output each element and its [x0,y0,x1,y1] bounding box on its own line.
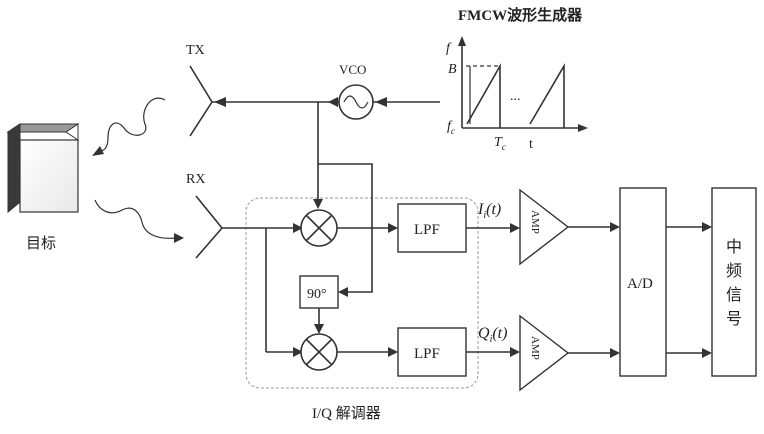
vco [318,85,440,119]
if-signal-char-3: 信 [726,286,742,304]
phase-shifter-label: 90° [307,287,327,302]
if-signal-box [712,188,756,376]
amp-to-adc [568,222,620,358]
phase-shifter [300,276,338,334]
adc-label: A/D [627,276,653,292]
receive-wave-arrow [95,200,184,243]
waveform-f-axis-label: f [446,41,452,56]
waveform-fc-label: fc [447,119,455,136]
q-signal-label: Qi(t) [478,325,507,345]
waveform-period-label: Tc [494,135,506,152]
waveform-title: FMCW波形生成器 [458,6,583,24]
lo-routing [313,102,372,297]
rx-label: RX [186,172,205,187]
rx-antenna [196,196,222,258]
target-label: 目标 [26,235,56,252]
mixer-i [301,210,337,246]
amp-q [520,316,568,390]
vco-label: VCO [339,62,366,77]
lpf-q-label: LPF [414,346,440,362]
transmit-wave-arrow [92,98,165,156]
waveform-bandwidth-label: B [448,62,457,77]
mixer-q [301,334,337,370]
target-cube [8,124,78,212]
lpf-i-label: LPF [414,222,440,238]
if-signal-char-4: 号 [726,310,742,328]
rx-signal-routing [222,223,303,357]
waveform-ellipsis: ... [510,89,521,104]
tx-label: TX [186,43,205,58]
waveform-plot [458,36,588,132]
amp-i [520,190,568,264]
waveform-t-axis-label: t [529,137,533,152]
adc-to-if [666,222,712,358]
if-signal-char-2: 频 [726,262,742,280]
if-signal-char-1: 中 [726,238,742,256]
tx-antenna [190,66,318,136]
i-signal-label: Ii(t) [477,201,501,221]
iq-demodulator-label: I/Q 解调器 [312,405,381,422]
amp-i-label: AMP [529,210,541,234]
amp-q-label: AMP [529,336,541,360]
